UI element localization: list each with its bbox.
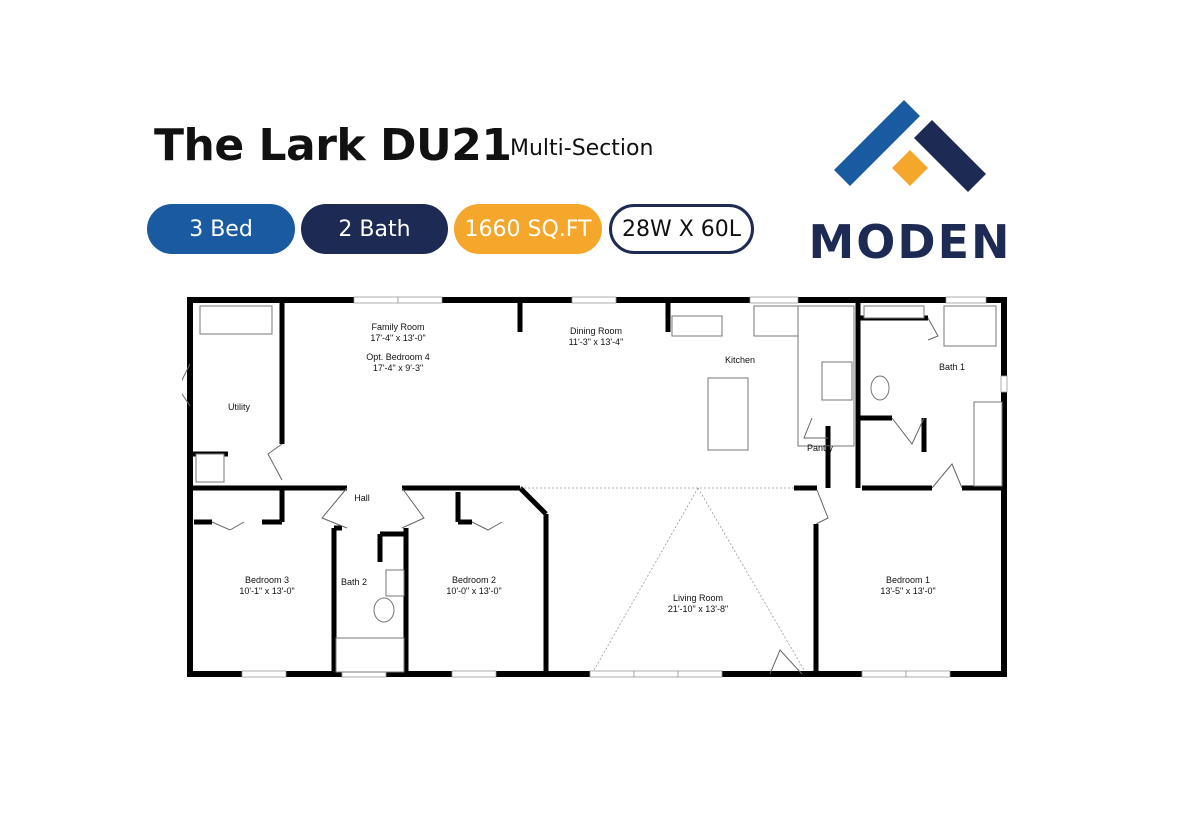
bath1-tub: [973, 401, 1003, 487]
bath-badge: 2 Bath: [301, 204, 448, 254]
pantry-name: Pantry: [807, 443, 834, 453]
logo-wordmark: MODEN: [809, 215, 1012, 269]
bath1-toilet: [870, 375, 890, 401]
bath2-toilet: [373, 597, 395, 623]
living-room-name: Living Room: [673, 593, 723, 603]
bed-badge: 3 Bed: [147, 204, 295, 254]
floor-plan: Family Room 17'-4" x 13'-0" Opt. Bedroom…: [177, 292, 1012, 682]
range: [671, 315, 723, 337]
bath2-name: Bath 2: [341, 577, 367, 587]
dimensions-badge: 28W X 60L: [609, 204, 754, 254]
sqft-badge: 1660 SQ.FT: [454, 204, 602, 254]
moden-logo-mark: MODEN: [809, 100, 1012, 269]
bedroom1-dims: 13'-5" x 13'-0": [880, 586, 935, 596]
kitchen-island: [707, 377, 749, 451]
dining-room-dims: 11'-3" x 13'-4": [569, 337, 624, 347]
hall-name: Hall: [354, 493, 370, 503]
bath2-tub: [335, 637, 405, 673]
living-room-dims: 21'-10" x 13'-8": [668, 604, 728, 614]
room-labels: Family Room 17'-4" x 13'-0" Opt. Bedroom…: [228, 322, 965, 614]
family-room-name: Family Room: [371, 322, 424, 332]
fridge: [821, 361, 853, 401]
bath1-name: Bath 1: [939, 362, 965, 372]
family-room-dims: 17'-4" x 13'-0": [370, 333, 425, 343]
bedroom2-dims: 10'-0" x 13'-0": [446, 586, 501, 596]
laundry-shelf: [199, 305, 273, 335]
bath2-sink: [385, 569, 405, 597]
bath1-shower: [943, 305, 997, 347]
moden-logo: MODEN: [800, 90, 1020, 270]
fixtures: [195, 305, 1003, 673]
plan-title: The Lark DU21: [154, 120, 512, 171]
bedroom3-name: Bedroom 3: [245, 575, 289, 585]
kitchen-name: Kitchen: [725, 355, 755, 365]
bedroom1-name: Bedroom 1: [886, 575, 930, 585]
bedroom2-name: Bedroom 2: [452, 575, 496, 585]
kitchen-counter: [797, 305, 855, 447]
utility-name: Utility: [228, 402, 250, 412]
bath1-vanity: [863, 305, 925, 319]
washer: [195, 453, 225, 483]
plan-subtitle: Multi-Section: [510, 136, 654, 161]
opt-bedroom-dims: 17'-4" x 9'-3": [373, 363, 423, 373]
dining-room-name: Dining Room: [570, 326, 622, 336]
opt-bedroom-name: Opt. Bedroom 4: [366, 352, 430, 362]
interior-walls: [190, 300, 1004, 674]
bedroom3-dims: 10'-1" x 13'-0": [239, 586, 294, 596]
vault-lines: [520, 487, 805, 671]
kitchen-sink: [753, 305, 799, 337]
